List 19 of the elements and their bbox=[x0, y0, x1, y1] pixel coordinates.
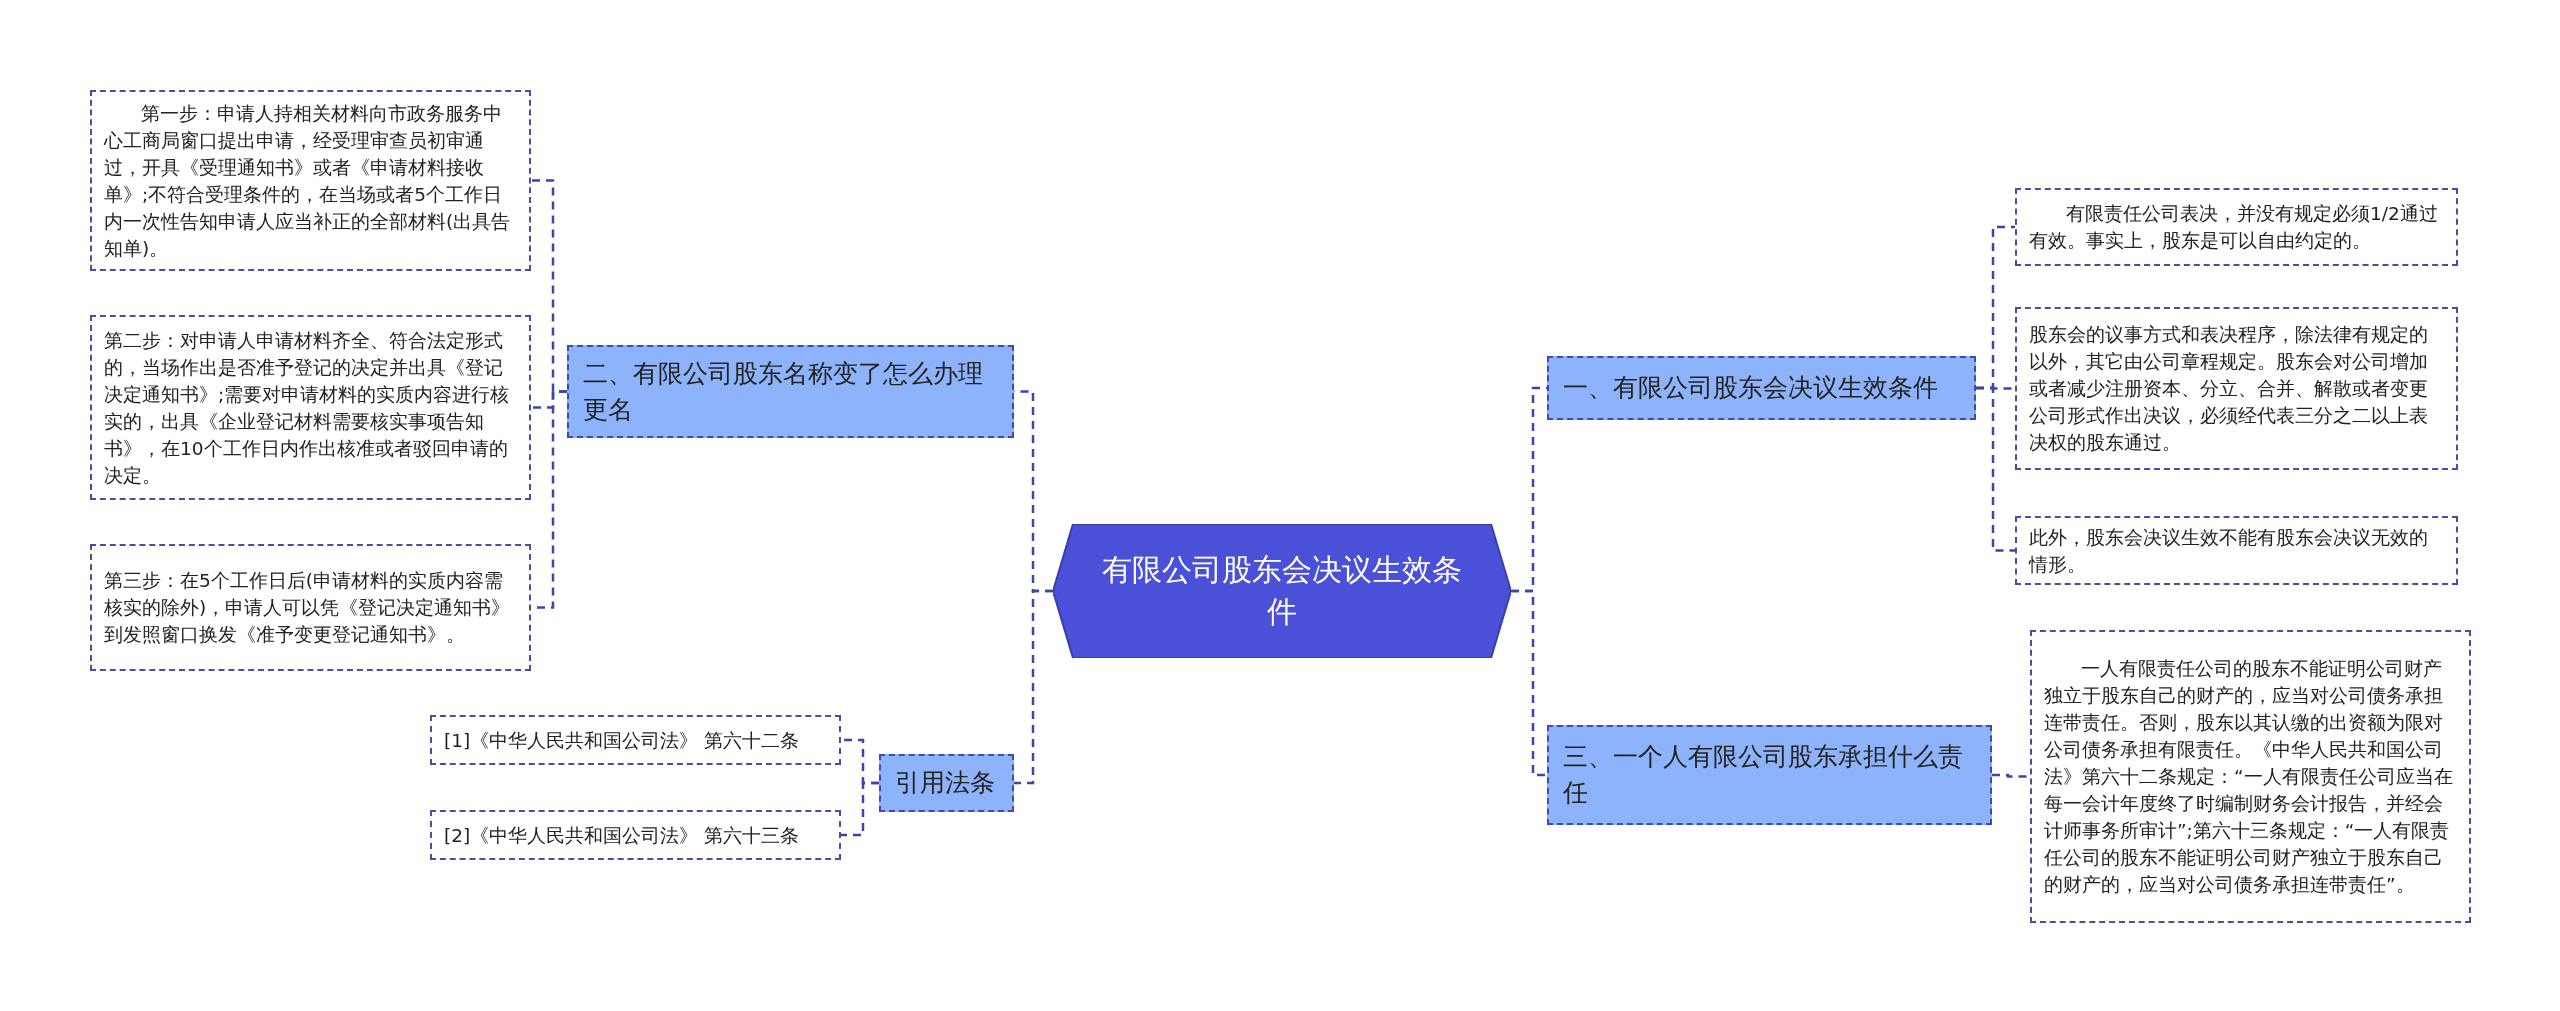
connector-line bbox=[1014, 589, 1053, 785]
central-topic-hexagon: 有限公司股东会决议生效条件 bbox=[1053, 524, 1511, 658]
text-box: 有限责任公司表决，并没有规定必须1/2通过有效。事实上，股东是可以自由约定的。 bbox=[2015, 188, 2458, 266]
text-box: 股东会的议事方式和表决程序，除法律有规定的以外，其它由公司章程规定。股东会对公司增加或者减少注册资本、分立、合并、解散或者变更公司形式作出决议，必须经代表三分之二以上表决权的股东通过。 bbox=[2015, 307, 2458, 470]
text-box: 第二步：对申请人申请材料齐全、符合法定形式的，当场作出是否准予登记的决定并出具《登记决定通知书》;需要对申请材料的实质内容进行核实的，出具《企业登记材料需要核实事项告知书》，在10个工作日内作出核准或者驳回申请的决定。 bbox=[90, 315, 531, 500]
text-box: 一人有限责任公司的股东不能证明公司财产独立于股东自己的财产的，应当对公司债务承担连带责任。否则，股东以其认缴的出资额为限对公司债务承担有限责任。《中华人民共和国公司法》第六十二条规定：“一人有限责任公司应当在每一会计年度终了时编制财务会计报告，并经会计师事务所审计”;第六十三条规定：“一人有限责任公司的股东不能证明公司财产独立于股东自己的财产的，应当对公司债务承担连带责任”。 bbox=[2030, 630, 2471, 923]
connector-line bbox=[841, 781, 879, 837]
topic-box: 一、有限公司股东会决议生效条件 bbox=[1547, 356, 1976, 420]
topic-box: 二、有限公司股东名称变了怎么办理更名 bbox=[567, 345, 1014, 438]
connector-line bbox=[1992, 773, 2030, 778]
text-box: 第一步：申请人持相关材料向市政务服务中心工商局窗口提出申请，经受理审查员初审通过，开具《受理通知书》或者《申请材料接收单》;不符合受理条件的，在当场或者5个工作日内一次性告知申请人应当补正的全部材料(出具告知单)。 bbox=[90, 90, 531, 271]
connector-line bbox=[1976, 386, 2015, 552]
text-box: 第三步：在5个工作日后(申请材料的实质内容需核实的除外)，申请人可以凭《登记决定通知书》到发照窗口换发《准予变更登记通知书》。 bbox=[90, 544, 531, 671]
topic-box: 引用法条 bbox=[879, 754, 1014, 812]
text-box: [2]《中华人民共和国公司法》 第六十三条 bbox=[430, 810, 841, 860]
text-box: 此外，股东会决议生效不能有股东会决议无效的情形。 bbox=[2015, 516, 2458, 585]
text-box: [1]《中华人民共和国公司法》 第六十二条 bbox=[430, 715, 841, 765]
connector-line bbox=[1511, 589, 1547, 777]
topic-box: 三、一个人有限公司股东承担什么责任 bbox=[1547, 725, 1992, 825]
